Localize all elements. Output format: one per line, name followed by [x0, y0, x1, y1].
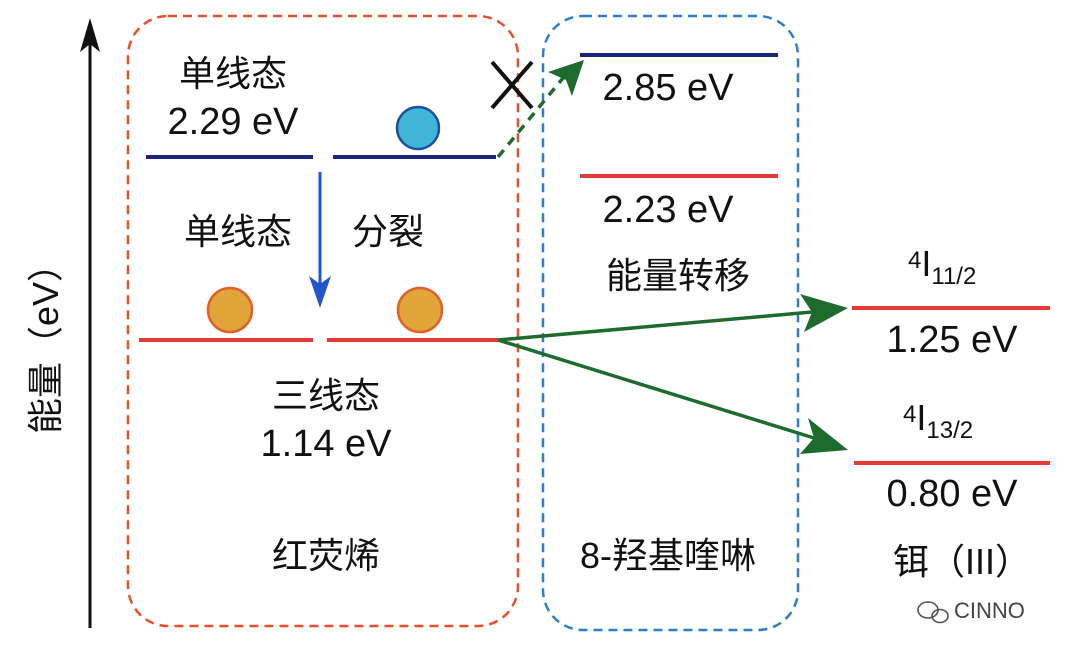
fission-label-left: 单线态 — [184, 211, 292, 252]
quinoline-box — [541, 14, 800, 632]
singlet-label: 单线态 — [179, 53, 287, 94]
triplet-exciton-left — [206, 286, 254, 334]
rubrene-box — [126, 14, 520, 628]
er-level1-term: 4I11/2 — [908, 243, 976, 290]
wechat-icon — [917, 601, 949, 624]
energy-transfer-label: 能量转移 — [606, 255, 750, 296]
quinoline-material: 8-羟基喹啉 — [580, 535, 756, 576]
transfer-arrowhead-upper — [800, 294, 848, 332]
transfer-arrow-lower — [497, 338, 815, 440]
singlet-energy: 2.29 eV — [168, 101, 300, 143]
blocked-transfer-arrow — [496, 70, 570, 159]
watermark: CINNO — [917, 598, 1025, 624]
fission-arrowhead — [309, 276, 331, 308]
rubrene-material: 红荧烯 — [272, 535, 380, 576]
er-level2-energy: 0.80 eV — [887, 473, 1019, 515]
transfer-arrow-upper — [497, 310, 813, 342]
axis-arrowhead — [80, 18, 100, 52]
er-level2-term: 4I13/2 — [903, 397, 973, 444]
axis-label: 能量（eV） — [25, 246, 66, 434]
blocked-cross-icon — [490, 60, 534, 110]
triplet-exciton-right — [396, 286, 444, 334]
triplet-energy: 1.14 eV — [261, 423, 393, 465]
erbium-material: 铒（III） — [893, 541, 1031, 582]
quinoline-lower-energy: 2.23 eV — [603, 189, 735, 231]
fission-label-right: 分裂 — [352, 211, 424, 252]
quinoline-upper-energy: 2.85 eV — [603, 67, 735, 109]
singlet-exciton — [395, 105, 441, 151]
er-level1-energy: 1.25 eV — [887, 319, 1019, 361]
transfer-arrowhead-lower — [800, 418, 848, 454]
watermark-text: CINNO — [954, 598, 1025, 623]
triplet-label: 三线态 — [272, 375, 380, 416]
blocked-transfer-arrowhead — [548, 60, 584, 96]
